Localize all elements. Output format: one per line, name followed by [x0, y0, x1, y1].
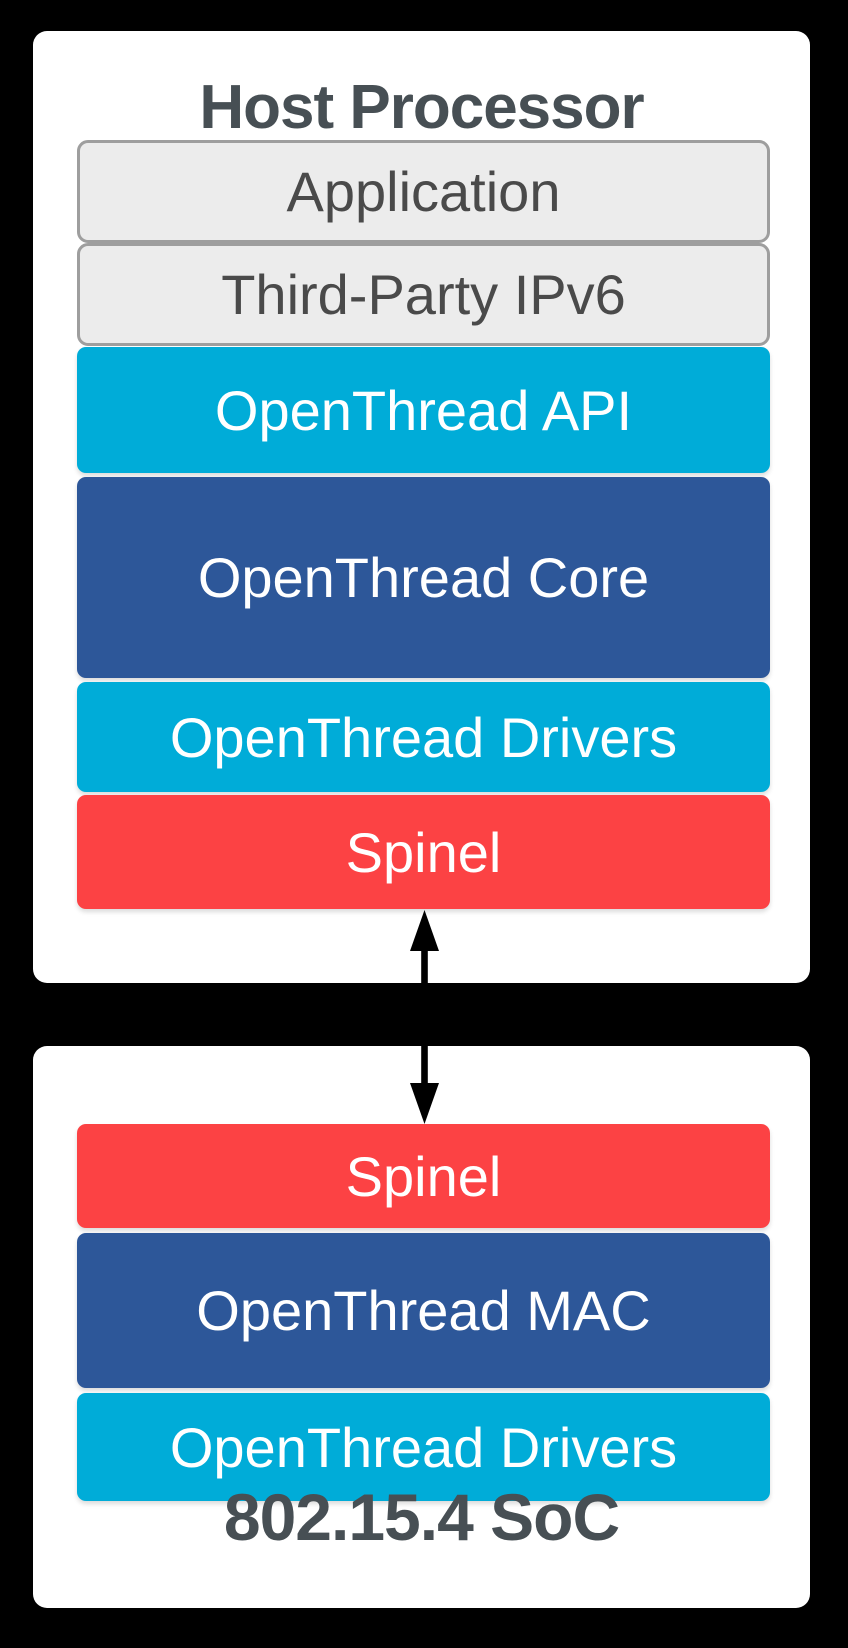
layer-spinel-host: Spinel: [77, 795, 770, 909]
host-processor-title: Host Processor: [199, 73, 644, 142]
layer-third-party-ipv6-label: Third-Party IPv6: [221, 263, 626, 326]
layer-third-party-ipv6: Third-Party IPv6: [77, 243, 770, 346]
layer-openthread-drivers-host: OpenThread Drivers: [77, 682, 770, 792]
layer-openthread-drivers-soc: OpenThread Drivers: [77, 1393, 770, 1501]
layer-openthread-core: OpenThread Core: [77, 477, 770, 678]
layer-openthread-mac: OpenThread MAC: [77, 1233, 770, 1388]
layer-spinel-host-label: Spinel: [345, 820, 502, 884]
layer-openthread-api-label: OpenThread API: [214, 378, 633, 442]
layer-openthread-mac-label: OpenThread MAC: [196, 1279, 651, 1342]
layer-spinel-soc-label: Spinel: [345, 1144, 502, 1208]
layer-application: Application: [77, 140, 770, 243]
layer-spinel-soc: Spinel: [77, 1124, 770, 1228]
layer-openthread-core-label: OpenThread Core: [197, 546, 650, 609]
soc-title: 802.15.4 SoC: [223, 1480, 620, 1554]
layer-openthread-drivers-soc-label: OpenThread Drivers: [169, 1415, 678, 1479]
double-arrow-icon: [410, 910, 439, 1124]
host-processor-stack: Application Third-Party IPv6 OpenThread …: [77, 140, 770, 909]
soc-card: Spinel OpenThread MAC OpenThread Drivers…: [33, 1046, 810, 1608]
layer-openthread-drivers-host-label: OpenThread Drivers: [169, 705, 678, 769]
soc-stack: Spinel OpenThread MAC OpenThread Drivers: [77, 1124, 770, 1501]
host-processor-card: Host Processor Application Third-Party I…: [33, 31, 810, 983]
layer-openthread-api: OpenThread API: [77, 347, 770, 473]
layer-application-label: Application: [286, 160, 561, 223]
